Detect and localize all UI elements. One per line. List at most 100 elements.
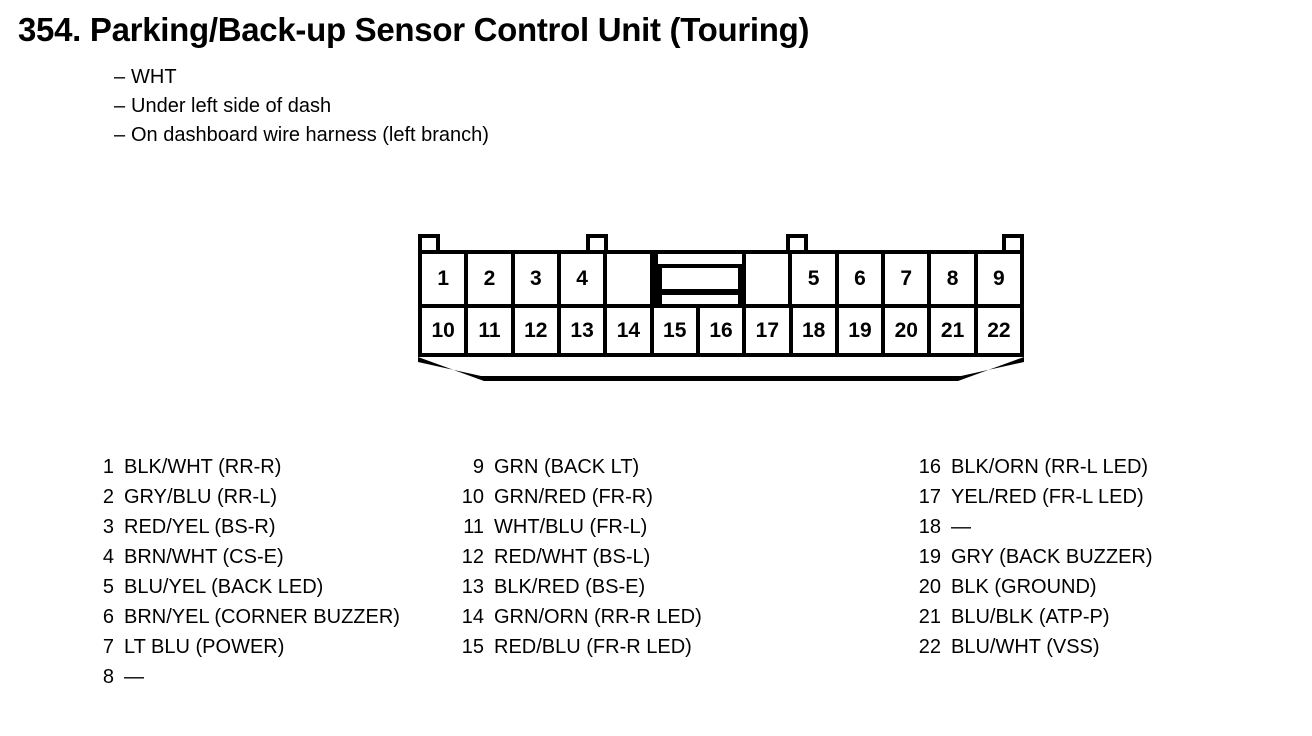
- pin-cell-3[interactable]: 3: [514, 254, 561, 304]
- legend-pin-description: BLK (GROUND): [951, 576, 1097, 598]
- legend-pin-description: RED/BLU (FR-R LED): [494, 636, 692, 658]
- legend-pin-description: GRN/ORN (RR-R LED): [494, 606, 702, 628]
- pin-cell-7[interactable]: 7: [885, 254, 932, 304]
- legend-row: 1 BLK/WHT (RR-R): [88, 452, 450, 482]
- list-item: – WHT: [114, 63, 1298, 92]
- legend-pin-description: RED/WHT (BS-L): [494, 546, 651, 568]
- legend-pin-description: —: [951, 516, 971, 538]
- connector-body: 1 2 3 4 5 6 7 8 9 10 11 12 13 14 15: [418, 250, 1024, 357]
- list-item-label: Under left side of dash: [131, 94, 332, 117]
- pin-cell-20[interactable]: 20: [885, 308, 932, 353]
- legend-pin-number: 12: [461, 546, 484, 568]
- pin-row-bottom: 10 11 12 13 14 15 16 17 18 19 20 21 22: [422, 304, 1021, 353]
- legend-pin-number: 6: [102, 606, 114, 628]
- legend-pin-number: 1: [102, 456, 114, 478]
- legend-row: 12 RED/WHT (BS-L): [458, 542, 651, 572]
- list-item-label: On dashboard wire harness (left branch): [131, 123, 489, 146]
- header: 354. Parking/Back-up Sensor Control Unit…: [18, 11, 1298, 150]
- dash-marker: –: [114, 123, 126, 146]
- legend-pin-number: 4: [102, 546, 114, 568]
- legend-pin-description: —: [124, 666, 144, 688]
- legend-pin-description: GRN (BACK LT): [494, 456, 640, 478]
- legend-pin-number: 9: [472, 456, 484, 478]
- pin-cell-8[interactable]: 8: [931, 254, 978, 304]
- pin-cell-empty-right: [746, 254, 793, 304]
- latch-tab-mid-right-icon: [786, 234, 808, 250]
- legend-pin-description: RED/YEL (BS-R): [124, 516, 276, 538]
- legend-pin-description: BLU/WHT (VSS): [951, 636, 1100, 658]
- legend-pin-number: 13: [461, 576, 484, 598]
- legend-row: 8—: [88, 662, 450, 692]
- pin-cell-17[interactable]: 17: [746, 308, 793, 353]
- list-item-label: WHT: [131, 65, 177, 88]
- legend-pin-description: BRN/WHT (CS-E): [124, 546, 284, 568]
- connector-diagram: 1 2 3 4 5 6 7 8 9 10 11 12 13 14 15: [418, 234, 1024, 383]
- legend-pin-number: 7: [102, 636, 114, 658]
- legend-row: 9 GRN (BACK LT): [458, 452, 639, 482]
- legend-pin-description: LT BLU (POWER): [124, 636, 285, 658]
- pin-cell-9[interactable]: 9: [977, 254, 1021, 304]
- legend-row: 13 BLK/RED (BS-E): [458, 572, 645, 602]
- keying-slot-strip: [662, 295, 739, 304]
- pin-cell-10[interactable]: 10: [422, 308, 469, 353]
- pin-cell-11[interactable]: 11: [468, 308, 515, 353]
- pin-cell-15[interactable]: 15: [653, 308, 700, 353]
- legend-row: 14 GRN/ORN (RR-R LED): [458, 602, 702, 632]
- legend-pin-number: 18: [918, 516, 941, 538]
- legend-pin-description: GRN/RED (FR-R): [494, 486, 653, 508]
- pin-cell-16[interactable]: 16: [699, 308, 747, 353]
- keying-slot-icon: [653, 254, 747, 304]
- pin-cell-14[interactable]: 14: [607, 308, 654, 353]
- legend-row: 7 LT BLU (POWER): [88, 632, 450, 662]
- page-title: 354. Parking/Back-up Sensor Control Unit…: [18, 11, 810, 48]
- list-item: – On dashboard wire harness (left branch…: [114, 121, 1298, 150]
- legend-row: 4 BRN/WHT (CS-E): [88, 542, 450, 572]
- legend-pin-number: 11: [463, 516, 484, 538]
- pin-cell-2[interactable]: 2: [468, 254, 515, 304]
- legend-pin-number: 5: [102, 576, 114, 598]
- pin-cell-6[interactable]: 6: [838, 254, 886, 304]
- dash-marker: –: [114, 94, 126, 117]
- pin-cell-1[interactable]: 1: [422, 254, 469, 304]
- pin-cell-13[interactable]: 13: [560, 308, 608, 353]
- connector-skirt: [418, 357, 1024, 383]
- legend-pin-description: BLU/BLK (ATP-P): [951, 606, 1110, 628]
- pin-cell-21[interactable]: 21: [931, 308, 978, 353]
- pin-cell-empty-left: [607, 254, 654, 304]
- keying-slot-chamber: [661, 268, 739, 295]
- pin-cell-5[interactable]: 5: [792, 254, 839, 304]
- pin-cell-12[interactable]: 12: [514, 308, 561, 353]
- legend-pin-number: 16: [918, 456, 941, 478]
- pin-cell-22[interactable]: 22: [977, 308, 1021, 353]
- legend-pin-description: YEL/RED (FR-L LED): [951, 486, 1144, 508]
- pin-cell-4[interactable]: 4: [560, 254, 608, 304]
- legend-pin-description: BLK/ORN (RR-L LED): [951, 456, 1149, 478]
- legend-pin-description: BLK/WHT (RR-R): [124, 456, 282, 478]
- latch-tab-right-icon: [1002, 234, 1024, 250]
- legend-row: 5 BLU/YEL (BACK LED): [88, 572, 450, 602]
- legend-pin-number: 22: [918, 636, 941, 658]
- legend-pin-description: BLK/RED (BS-E): [494, 576, 646, 598]
- list-item: – Under left side of dash: [114, 92, 1298, 121]
- legend-pin-description: BLU/YEL (BACK LED): [124, 576, 324, 598]
- legend-pin-number: 17: [918, 486, 941, 508]
- pin-cell-18[interactable]: 18: [792, 308, 839, 353]
- legend-pin-description: GRY (BACK BUZZER): [951, 546, 1153, 568]
- legend-pin-number: 14: [461, 606, 484, 628]
- legend-row: 15 RED/BLU (FR-R LED): [458, 632, 692, 662]
- pin-cell-19[interactable]: 19: [838, 308, 886, 353]
- pin-row-top: 1 2 3 4 5 6 7 8 9: [422, 254, 1021, 304]
- legend-pin-number: 15: [461, 636, 484, 658]
- legend-pin-number: 8: [102, 666, 114, 688]
- latch-tab-mid-left-icon: [586, 234, 608, 250]
- latch-tab-left-icon: [418, 234, 440, 250]
